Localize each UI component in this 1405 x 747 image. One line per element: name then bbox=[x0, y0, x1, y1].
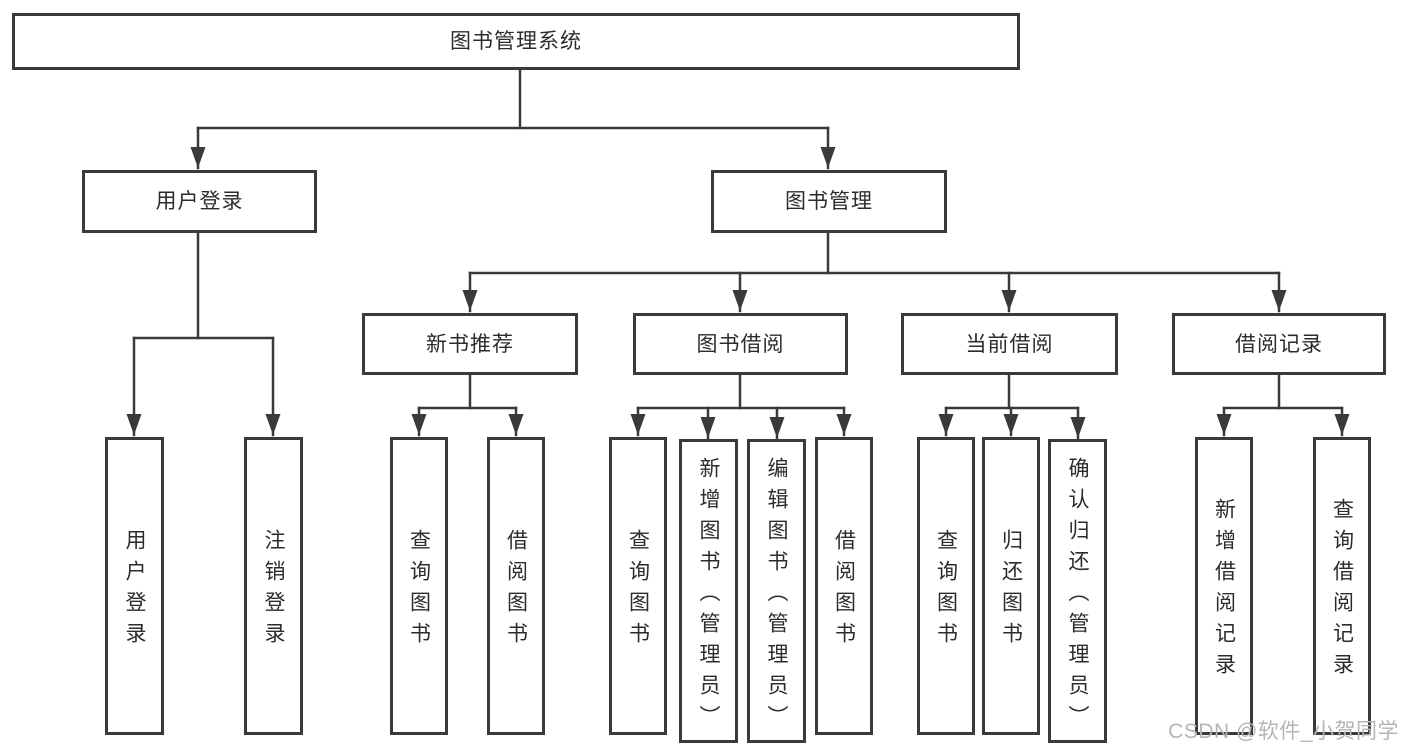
leaf-borrow-books-recommend: 借阅图书 bbox=[487, 437, 545, 735]
node-book-borrow: 图书借阅 bbox=[633, 313, 848, 375]
node-book-management: 图书管理 bbox=[711, 170, 947, 233]
leaf-query-books-recommend: 查询图书 bbox=[390, 437, 448, 735]
leaf-query-books-current: 查询图书 bbox=[917, 437, 975, 735]
leaf-query-books-borrow: 查询图书 bbox=[609, 437, 667, 735]
leaf-logout: 注销登录 bbox=[244, 437, 303, 735]
leaf-return-books: 归还图书 bbox=[982, 437, 1040, 735]
node-current-borrow: 当前借阅 bbox=[901, 313, 1118, 375]
node-user-login: 用户登录 bbox=[82, 170, 317, 233]
leaf-add-books-admin: 新增图书（管理员） bbox=[679, 439, 738, 743]
node-library-management-system: 图书管理系统 bbox=[12, 13, 1020, 70]
leaf-confirm-return-admin: 确认归还（管理员） bbox=[1048, 439, 1107, 743]
leaf-add-borrow-record: 新增借阅记录 bbox=[1195, 437, 1253, 735]
leaf-borrow-books: 借阅图书 bbox=[815, 437, 873, 735]
node-new-book-recommend: 新书推荐 bbox=[362, 313, 578, 375]
leaf-query-borrow-record: 查询借阅记录 bbox=[1313, 437, 1371, 735]
csdn-watermark: CSDN @软件_小贺同学 bbox=[1168, 720, 1399, 743]
node-borrow-records: 借阅记录 bbox=[1172, 313, 1386, 375]
leaf-user-login: 用户登录 bbox=[105, 437, 164, 735]
leaf-edit-books-admin: 编辑图书（管理员） bbox=[747, 439, 806, 743]
